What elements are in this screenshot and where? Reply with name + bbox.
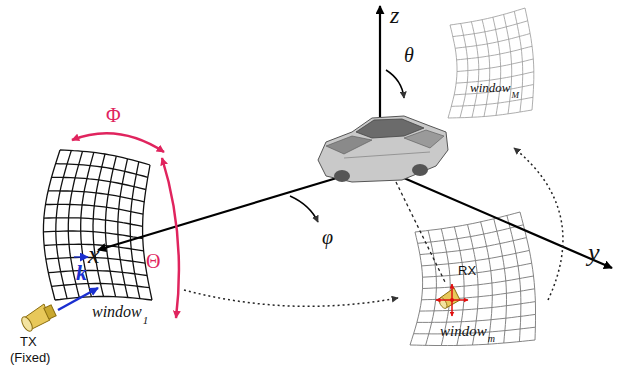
- window-1-grid: [43, 150, 152, 300]
- phi-arc: [290, 196, 318, 222]
- window-M-grid: [448, 8, 534, 118]
- window-subscript: M: [511, 90, 519, 100]
- grid-line: [417, 314, 536, 322]
- scan-arrow: [514, 148, 563, 300]
- grid-line: [410, 232, 423, 345]
- grid-line: [448, 25, 457, 118]
- grid-line: [448, 110, 532, 118]
- grid-line: [93, 154, 105, 297]
- grid-line: [143, 165, 152, 300]
- vector-label: k: [76, 260, 87, 286]
- phi-span: [72, 133, 164, 152]
- axis-label: y: [588, 238, 600, 268]
- grid-line: [451, 97, 533, 106]
- grid-line: [55, 297, 152, 301]
- grid-line: [450, 8, 525, 25]
- grid-line: [420, 238, 527, 255]
- span-label: Θ: [146, 250, 160, 273]
- vector-accent: [74, 256, 88, 257]
- grid-line: [48, 191, 144, 202]
- scan-arrow: [184, 290, 398, 306]
- axis-label: x: [88, 240, 100, 270]
- grid-line: [418, 225, 524, 244]
- window-label: window: [440, 323, 487, 340]
- angle-label: θ: [404, 44, 414, 67]
- grid-line: [410, 340, 535, 346]
- grid-line: [48, 271, 147, 276]
- rx-horn: [436, 284, 468, 316]
- line-of-sight: [396, 182, 446, 284]
- grid-line: [44, 218, 143, 227]
- grid-line: [43, 150, 60, 300]
- grid-line: [457, 59, 533, 72]
- grid-line: [56, 151, 72, 299]
- car: [318, 116, 448, 182]
- theta-arc: [386, 70, 404, 98]
- grid-line: [457, 46, 532, 60]
- window-subscript: m: [488, 333, 495, 344]
- grid-line: [420, 302, 536, 312]
- grid-line: [130, 162, 140, 299]
- grid-line: [453, 21, 528, 37]
- tx-label: (Fixed): [10, 350, 50, 365]
- window-label: window: [92, 303, 142, 321]
- grid-line: [56, 164, 148, 178]
- span-label: Φ: [106, 104, 121, 127]
- tx-horn: [20, 304, 57, 333]
- grid-line: [422, 289, 535, 300]
- grid-line: [455, 34, 530, 49]
- theta-span: [162, 158, 179, 318]
- tx-label: TX: [20, 334, 37, 349]
- grid-line: [105, 156, 116, 297]
- grid-line: [60, 150, 150, 165]
- window-m-grid: [410, 212, 536, 346]
- angle-label: φ: [322, 226, 333, 249]
- window-grids: [43, 8, 535, 346]
- grid-line: [423, 276, 534, 289]
- y-axis: [390, 172, 612, 268]
- grid-line: [118, 159, 128, 298]
- grid-line: [43, 231, 142, 239]
- axis-label: z: [390, 2, 399, 29]
- grid-line: [45, 204, 143, 214]
- window-label: window: [470, 80, 510, 96]
- grid-line: [52, 284, 150, 288]
- window-subscript: 1: [143, 314, 149, 326]
- x-axis: [98, 168, 370, 250]
- grid-line: [52, 177, 146, 189]
- rx-label: RX: [458, 263, 476, 278]
